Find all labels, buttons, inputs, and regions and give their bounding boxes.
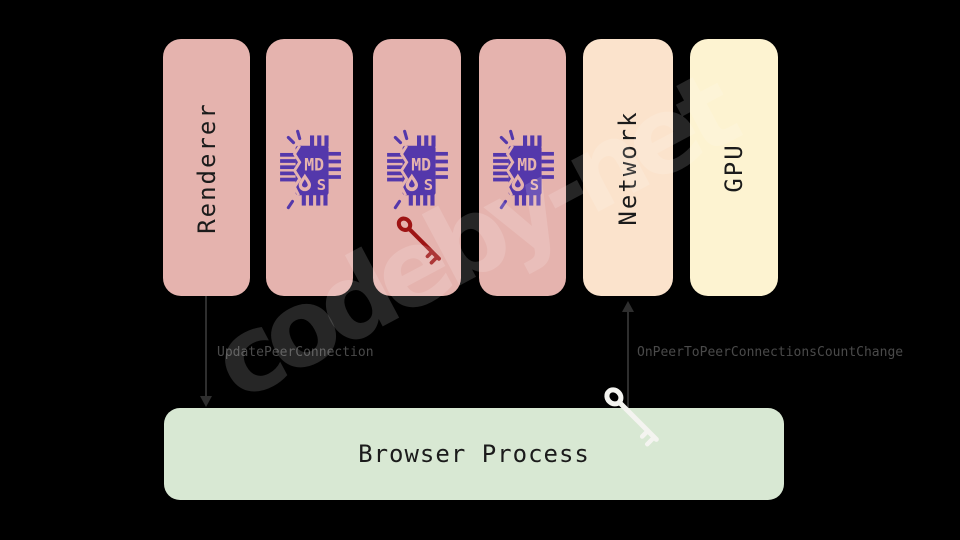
process-box-mds-2: MD S [373, 39, 461, 296]
process-box-renderer: Renderer [163, 39, 250, 296]
process-box-mds-3: MD S [479, 39, 566, 296]
message-label-update-peer-connection: UpdatePeerConnection [217, 345, 374, 360]
svg-text:S: S [529, 176, 538, 194]
arrow-browser-to-network-line [627, 312, 629, 408]
svg-text:MD: MD [304, 156, 324, 175]
white-key-icon [604, 387, 659, 447]
process-label-network: Network [614, 109, 642, 226]
mds-chip-icon: MD S [387, 129, 448, 210]
arrow-renderer-to-browser-line [205, 296, 207, 397]
svg-text:MD: MD [411, 156, 431, 175]
process-box-mds-1: MD S [266, 39, 353, 296]
mds-chip-icon: MD S [492, 129, 554, 210]
arrow-renderer-to-browser-head [200, 396, 212, 407]
svg-text:S: S [316, 176, 325, 194]
process-box-network: Network [583, 39, 673, 296]
browser-process-box: Browser Process [164, 408, 784, 500]
process-label-renderer: Renderer [192, 101, 221, 234]
process-box-gpu: GPU [690, 39, 778, 296]
svg-text:MD: MD [517, 156, 537, 175]
browser-process-label: Browser Process [358, 440, 590, 468]
message-label-on-peer-to-peer-connections-count-change: OnPeerToPeerConnectionsCountChange [637, 345, 904, 360]
process-label-gpu: GPU [720, 142, 748, 193]
svg-text:S: S [424, 176, 433, 194]
red-key-icon [396, 216, 441, 265]
mds-chip-icon: MD S [279, 129, 341, 210]
arrow-browser-to-network-head [622, 301, 634, 312]
